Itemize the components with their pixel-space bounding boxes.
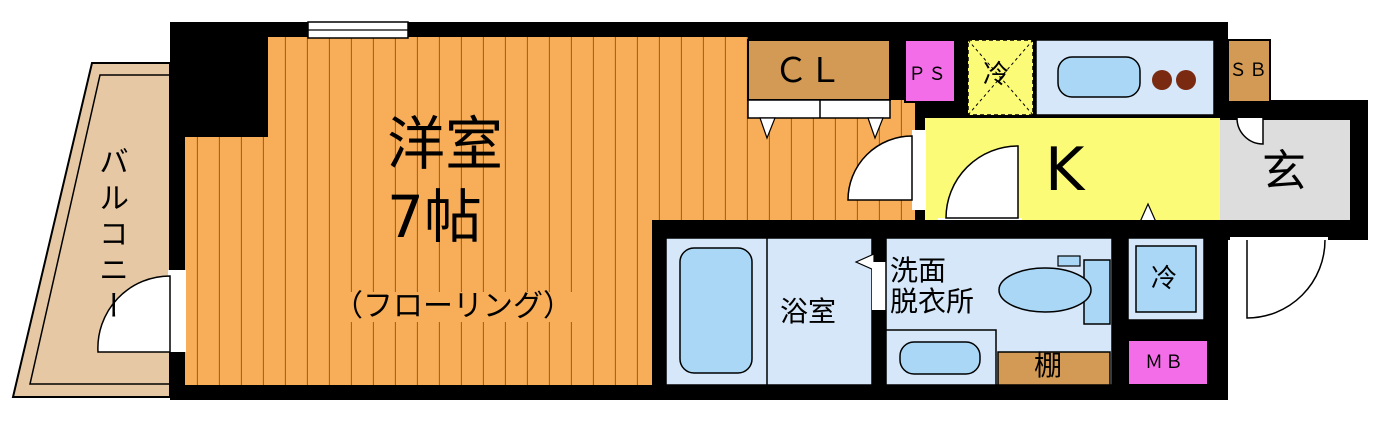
flooring-label: （フローリング） [333,289,573,324]
wash-basin [899,341,981,375]
sink [1057,56,1141,98]
shoe-box [1227,39,1271,103]
toilet-bowl [998,267,1092,313]
western-room-name: 洋室 [387,110,504,178]
pipe-space [904,39,956,103]
pipe-space-label: ＰＳ [908,64,948,85]
fridge-kitchen-label: 冷 [983,60,1010,90]
toilet-tank [1083,259,1111,325]
shelf [997,351,1111,386]
shelf-label: 棚 [1034,349,1063,382]
washroom-label: 洗面 脱衣所 [890,254,975,318]
entrance-floor [1220,120,1350,220]
shoe-box-label: ＳＢ [1229,60,1269,81]
closet-label: ＣＬ [774,51,842,91]
kitchen-label: K [1045,135,1085,205]
entrance-label: 玄 [1262,146,1306,197]
stove-burner [1152,70,1172,90]
closet [747,39,891,101]
fridge-entrance-label: 冷 [1151,264,1178,294]
bathroom-label: 浴室 [780,295,837,328]
meter-box [1127,339,1209,386]
stove-burner [1176,70,1196,90]
balcony-label: バルコニー [93,146,128,326]
western-room-size: 7帖 [387,183,482,251]
meter-box-label: ＭＢ [1145,352,1185,373]
bathtub [679,247,753,374]
